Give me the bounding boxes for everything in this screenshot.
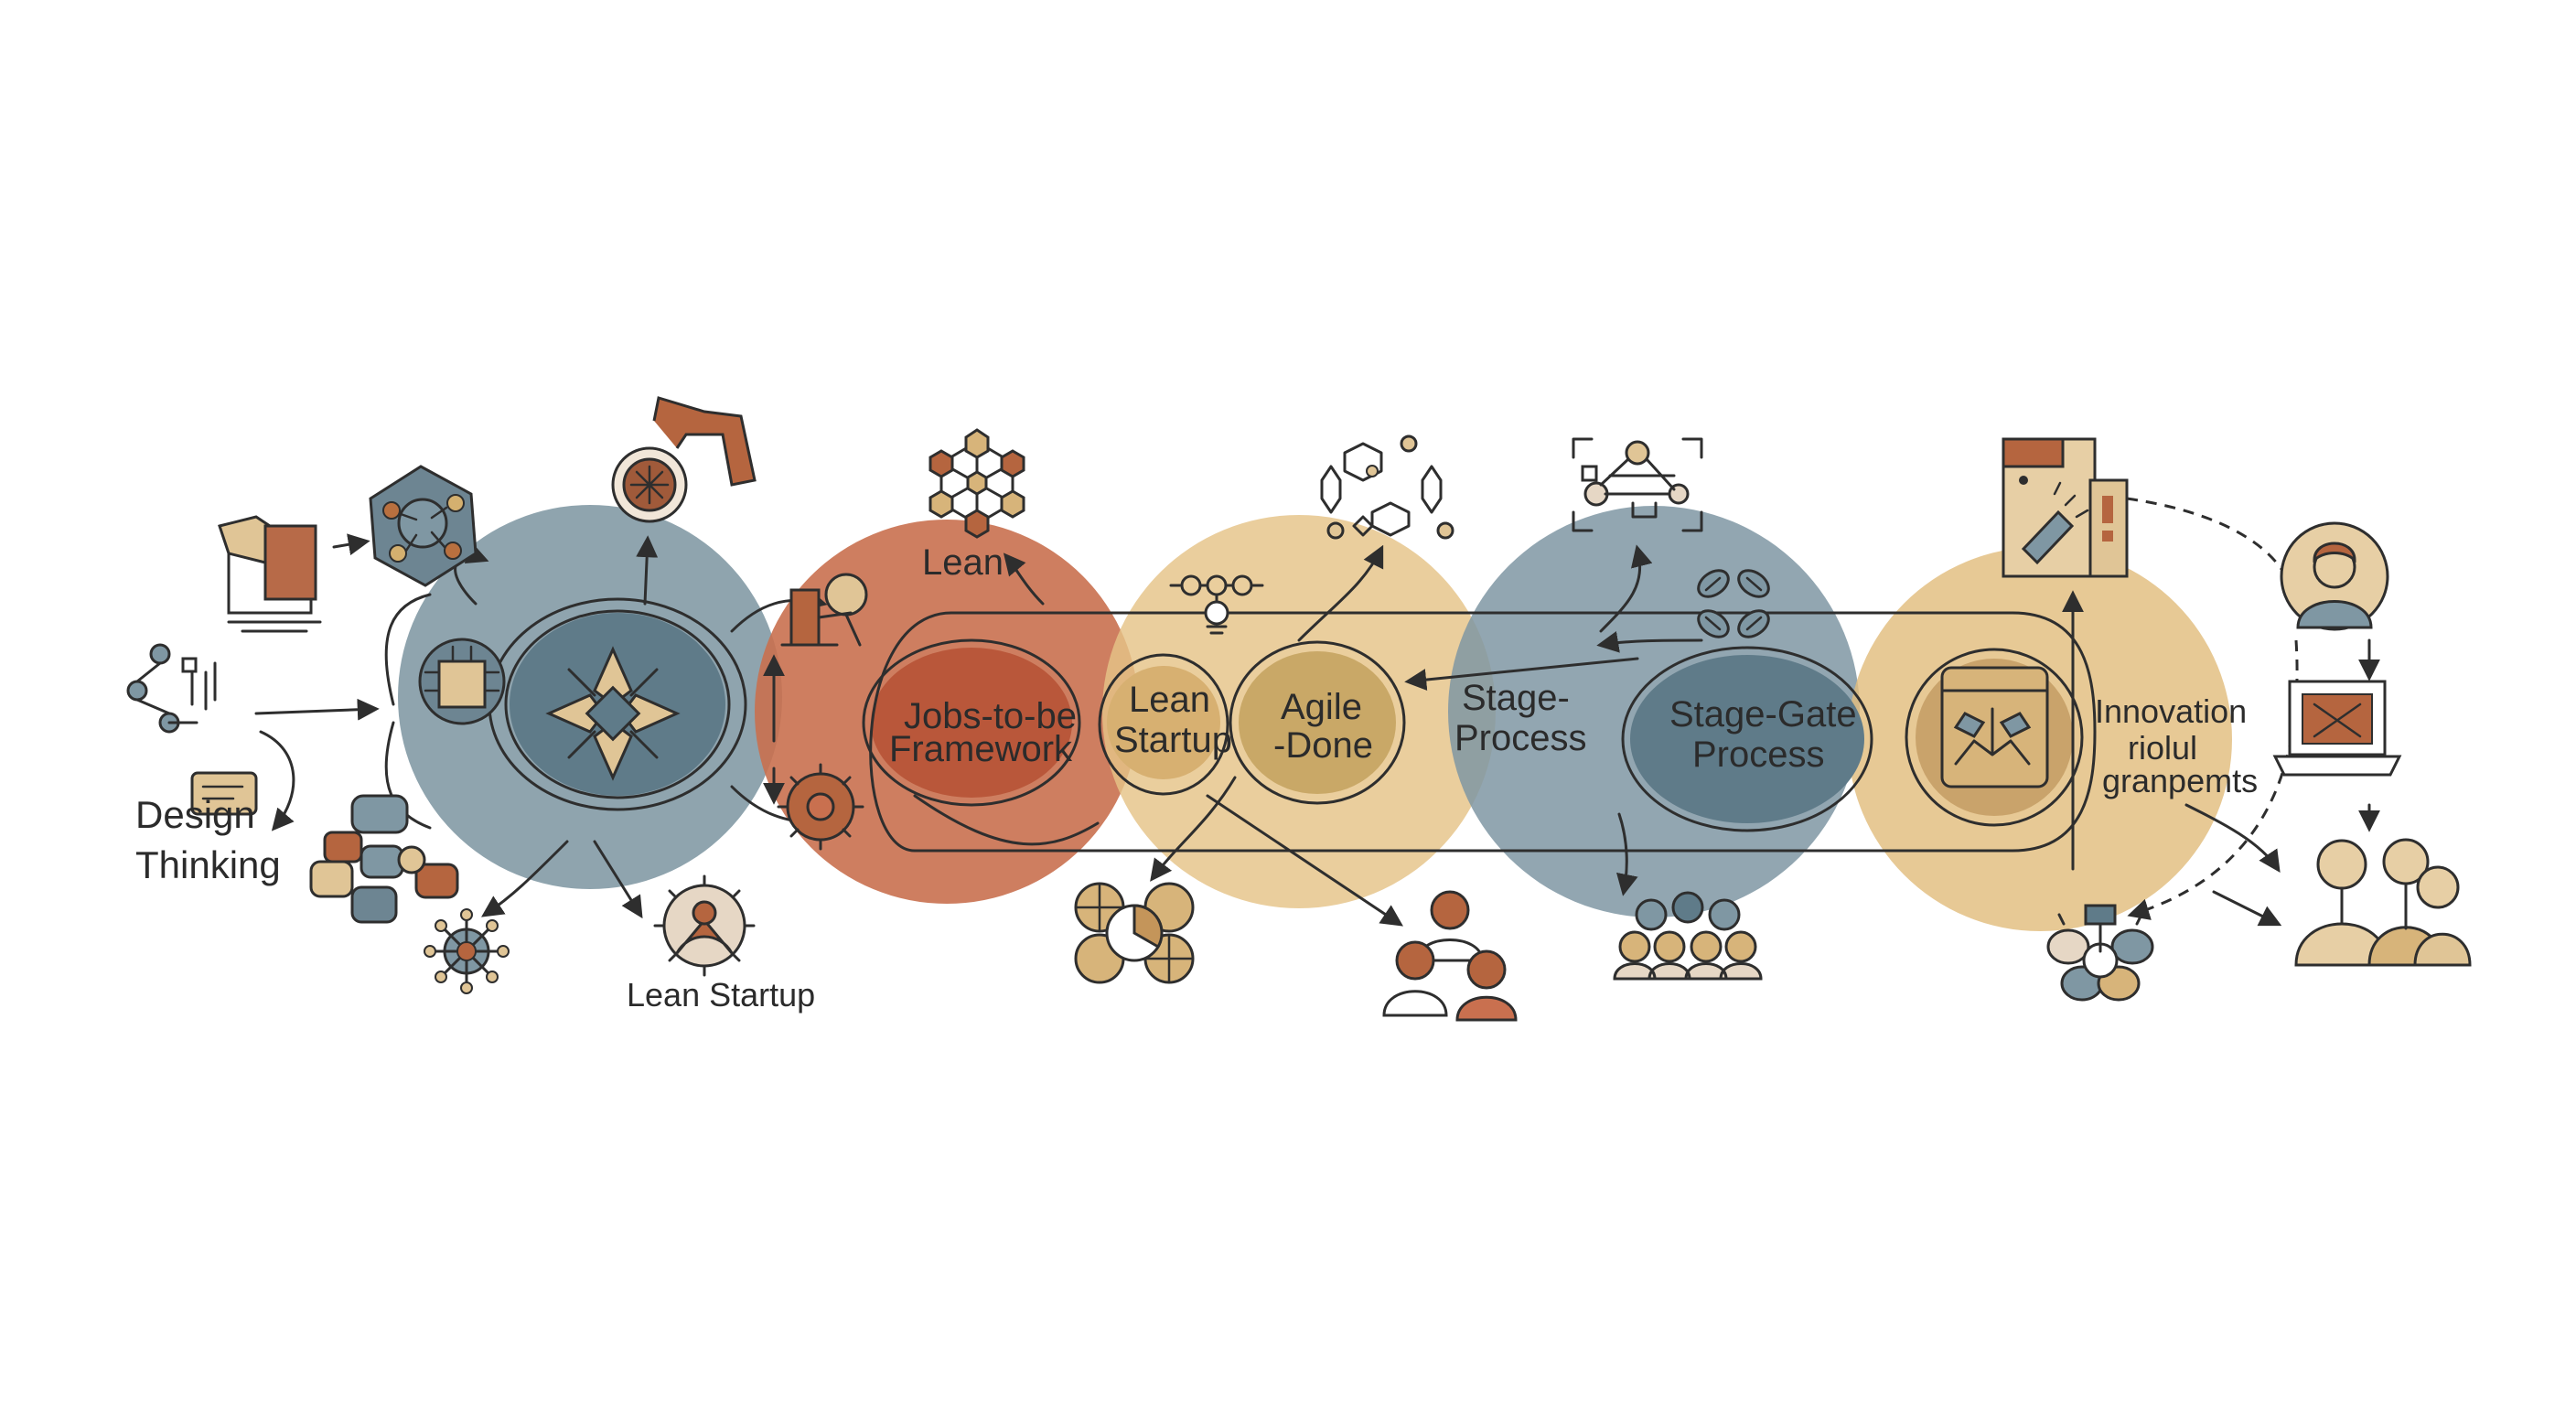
- screen-capture-icon: [1572, 437, 1703, 532]
- files-icon: [2002, 437, 2129, 578]
- group-icon: [1613, 891, 1763, 981]
- agile-label-1: Agile: [1281, 687, 1362, 727]
- stage-gate-inner-disc: [1630, 655, 1864, 823]
- people-icon: [1382, 890, 1518, 1022]
- jtbd-label-2: Framework: [889, 729, 1073, 769]
- arrow-innovation-right: [2184, 803, 2281, 873]
- innovation-label-1: Innovation: [2095, 692, 2247, 730]
- network-badge-icon: [369, 465, 478, 587]
- innovation-loop: [1905, 648, 2084, 827]
- geometric-star-icon: [545, 646, 681, 781]
- innovation-label-3: granpemts: [2102, 762, 2258, 799]
- gear-icon: [653, 874, 756, 977]
- hexagon-network-icon: [928, 428, 1025, 539]
- design-thinking-label-2: Thinking: [135, 843, 281, 886]
- flow-track-left: [869, 611, 953, 853]
- arrow-to-molecule: [481, 840, 569, 917]
- agile-loop: [1229, 640, 1406, 805]
- lean-inner-disc: [1107, 666, 1220, 779]
- arrow-to-gear: [593, 840, 643, 919]
- dashed-loop-top: [2126, 497, 2304, 608]
- laptop-icon: [2272, 680, 2402, 777]
- lean-startup-bottom-label: Lean Startup: [627, 976, 815, 1014]
- document-icon: [218, 515, 322, 633]
- notes-icon: [190, 771, 258, 816]
- process-board-icon: [1940, 666, 2049, 788]
- lean-loop: [1098, 653, 1229, 796]
- arrow-design-left: [384, 593, 432, 706]
- design-loop-inner: [504, 609, 731, 799]
- molecule-icon: [424, 908, 510, 994]
- arrow-from-flowchart: [254, 698, 380, 721]
- arrow-lean-up: [1003, 552, 1045, 606]
- agile-label-2: -Done: [1273, 725, 1373, 766]
- puzzle-icon: [2046, 904, 2154, 1002]
- labels: Design Thinking Lean Startup Lean Jobs-t…: [135, 542, 2258, 1014]
- sticky-notes-icon: [309, 794, 459, 924]
- arrow-design-down: [384, 721, 432, 830]
- arrow-notes-loop: [259, 730, 295, 831]
- arrow-jtbd-bottom: [913, 794, 1100, 846]
- team-icon: [2294, 838, 2472, 967]
- lab-equipment-icon: [780, 573, 868, 647]
- arrow-stage-left: [1404, 657, 1639, 692]
- pie-segments-icon: [1074, 882, 1195, 984]
- flow-track-bottom: [913, 730, 2097, 853]
- jtbd-inner-disc: [871, 648, 1072, 798]
- lean-startup-inner-label-2: Startup: [1114, 720, 1232, 760]
- arrow-agile-left: [1150, 776, 1237, 882]
- person-icon: [2280, 521, 2389, 631]
- stage-process-label-2: Process: [1454, 718, 1587, 758]
- cog-wheel-icon: [777, 763, 864, 851]
- arrow-from-document: [332, 533, 370, 556]
- arrow-agile-up: [1297, 544, 1384, 642]
- lean-top-label: Lean: [922, 542, 1004, 583]
- stage-process-label-1: Stage-: [1462, 678, 1570, 718]
- stage-gate-label-1: Stage-Gate: [1669, 694, 1857, 735]
- agile-inner-disc: [1239, 651, 1396, 794]
- flow-lines: [254, 497, 2380, 927]
- robotic-arm-icon: [611, 396, 757, 523]
- arrow-stage-return: [1596, 631, 1703, 653]
- lean-startup-inner-label-1: Lean: [1129, 680, 1210, 720]
- flowchart-icon: [126, 643, 217, 734]
- arrow-to-robot: [636, 535, 659, 606]
- arrow-innovation-to-team: [2212, 890, 2282, 927]
- node-graph-icon: [1320, 434, 1454, 540]
- stage-gate-loop: [1621, 646, 1873, 832]
- jtbd-label-1: Jobs-to-be: [904, 696, 1077, 736]
- jtbd-loop: [862, 638, 1081, 807]
- design-thinking-label-1: Design: [135, 793, 255, 836]
- flow-track-top: [950, 611, 2097, 734]
- stage-gate-label-2: Process: [1692, 735, 1825, 775]
- arrow-lean-down: [1206, 794, 1403, 927]
- arrow-stage-up: [1599, 544, 1653, 633]
- leaf-cluster-icon: [1697, 569, 1770, 638]
- innovation-label-2: riolul: [2128, 729, 2197, 767]
- flashlight-icon: [2021, 481, 2089, 565]
- arrow-stage-down: [1615, 812, 1638, 896]
- hierarchy-icon: [1169, 574, 1264, 635]
- brain-chip-icon: [418, 638, 506, 725]
